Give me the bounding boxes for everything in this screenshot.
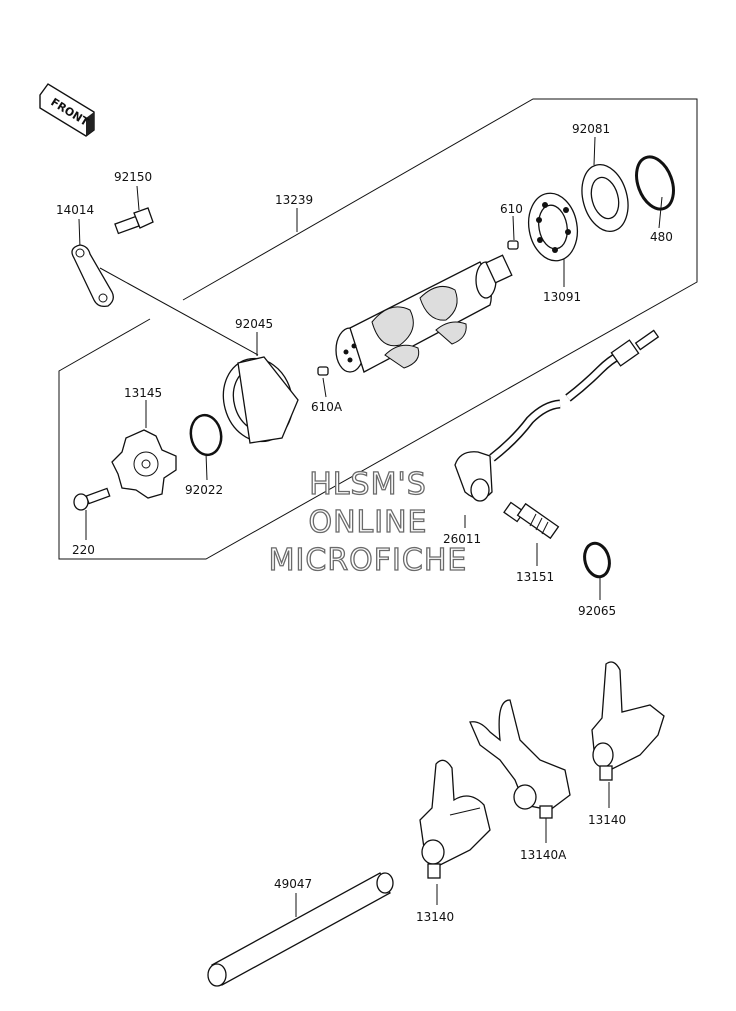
label-610: 610 [500, 202, 523, 216]
label-26011: 26011 [443, 532, 481, 546]
label-13140-left: 13140 [416, 910, 454, 924]
part-92081-ring [581, 164, 629, 232]
part-13239-shift-drum [335, 254, 513, 373]
label-480: 480 [650, 230, 673, 244]
label-92081: 92081 [572, 122, 610, 136]
part-480-circlip [635, 155, 675, 211]
front-arrow-icon: FRONT [39, 83, 95, 137]
label-13140-right: 13140 [588, 813, 626, 827]
part-220-screw [73, 487, 111, 511]
part-13145-star [111, 429, 177, 499]
part-92150-bolt [114, 207, 154, 235]
part-13091-cam [527, 192, 579, 262]
part-13140-fork-left [419, 759, 491, 879]
watermark-line3: MICROFICHE [269, 543, 468, 578]
part-49047-shaft [207, 872, 394, 987]
label-92065: 92065 [578, 604, 616, 618]
label-92150: 92150 [114, 170, 152, 184]
watermark: HLSM'S ONLINE MICROFICHE [268, 466, 468, 578]
part-13140-fork-right [591, 661, 665, 781]
watermark-line1: HLSM'S [309, 467, 427, 502]
part-13151-switch [503, 501, 560, 540]
label-14014: 14014 [56, 203, 94, 217]
label-610A: 610A [311, 400, 343, 414]
label-13145: 13145 [124, 386, 162, 400]
label-49047: 49047 [274, 877, 312, 891]
watermark-line2: ONLINE [308, 505, 427, 540]
part-13140A-fork-middle [469, 699, 571, 819]
label-220: 220 [72, 543, 95, 557]
label-92022: 92022 [185, 483, 223, 497]
label-13151: 13151 [516, 570, 554, 584]
part-92065-washer [583, 541, 611, 579]
part-26011-sensor [454, 329, 660, 502]
assembly-outline [58, 98, 698, 560]
label-92045: 92045 [235, 317, 273, 331]
part-610-pin [507, 240, 519, 250]
part-92045-bearing [222, 356, 299, 444]
part-labels: 14014 92150 13239 92081 610 480 13091 92… [56, 122, 673, 924]
label-13091: 13091 [543, 290, 581, 304]
label-13140A: 13140A [520, 848, 567, 862]
label-13239: 13239 [275, 193, 313, 207]
part-610A-pin [317, 366, 329, 376]
part-92022-washer [189, 413, 223, 457]
part-14014-plate [71, 244, 114, 308]
